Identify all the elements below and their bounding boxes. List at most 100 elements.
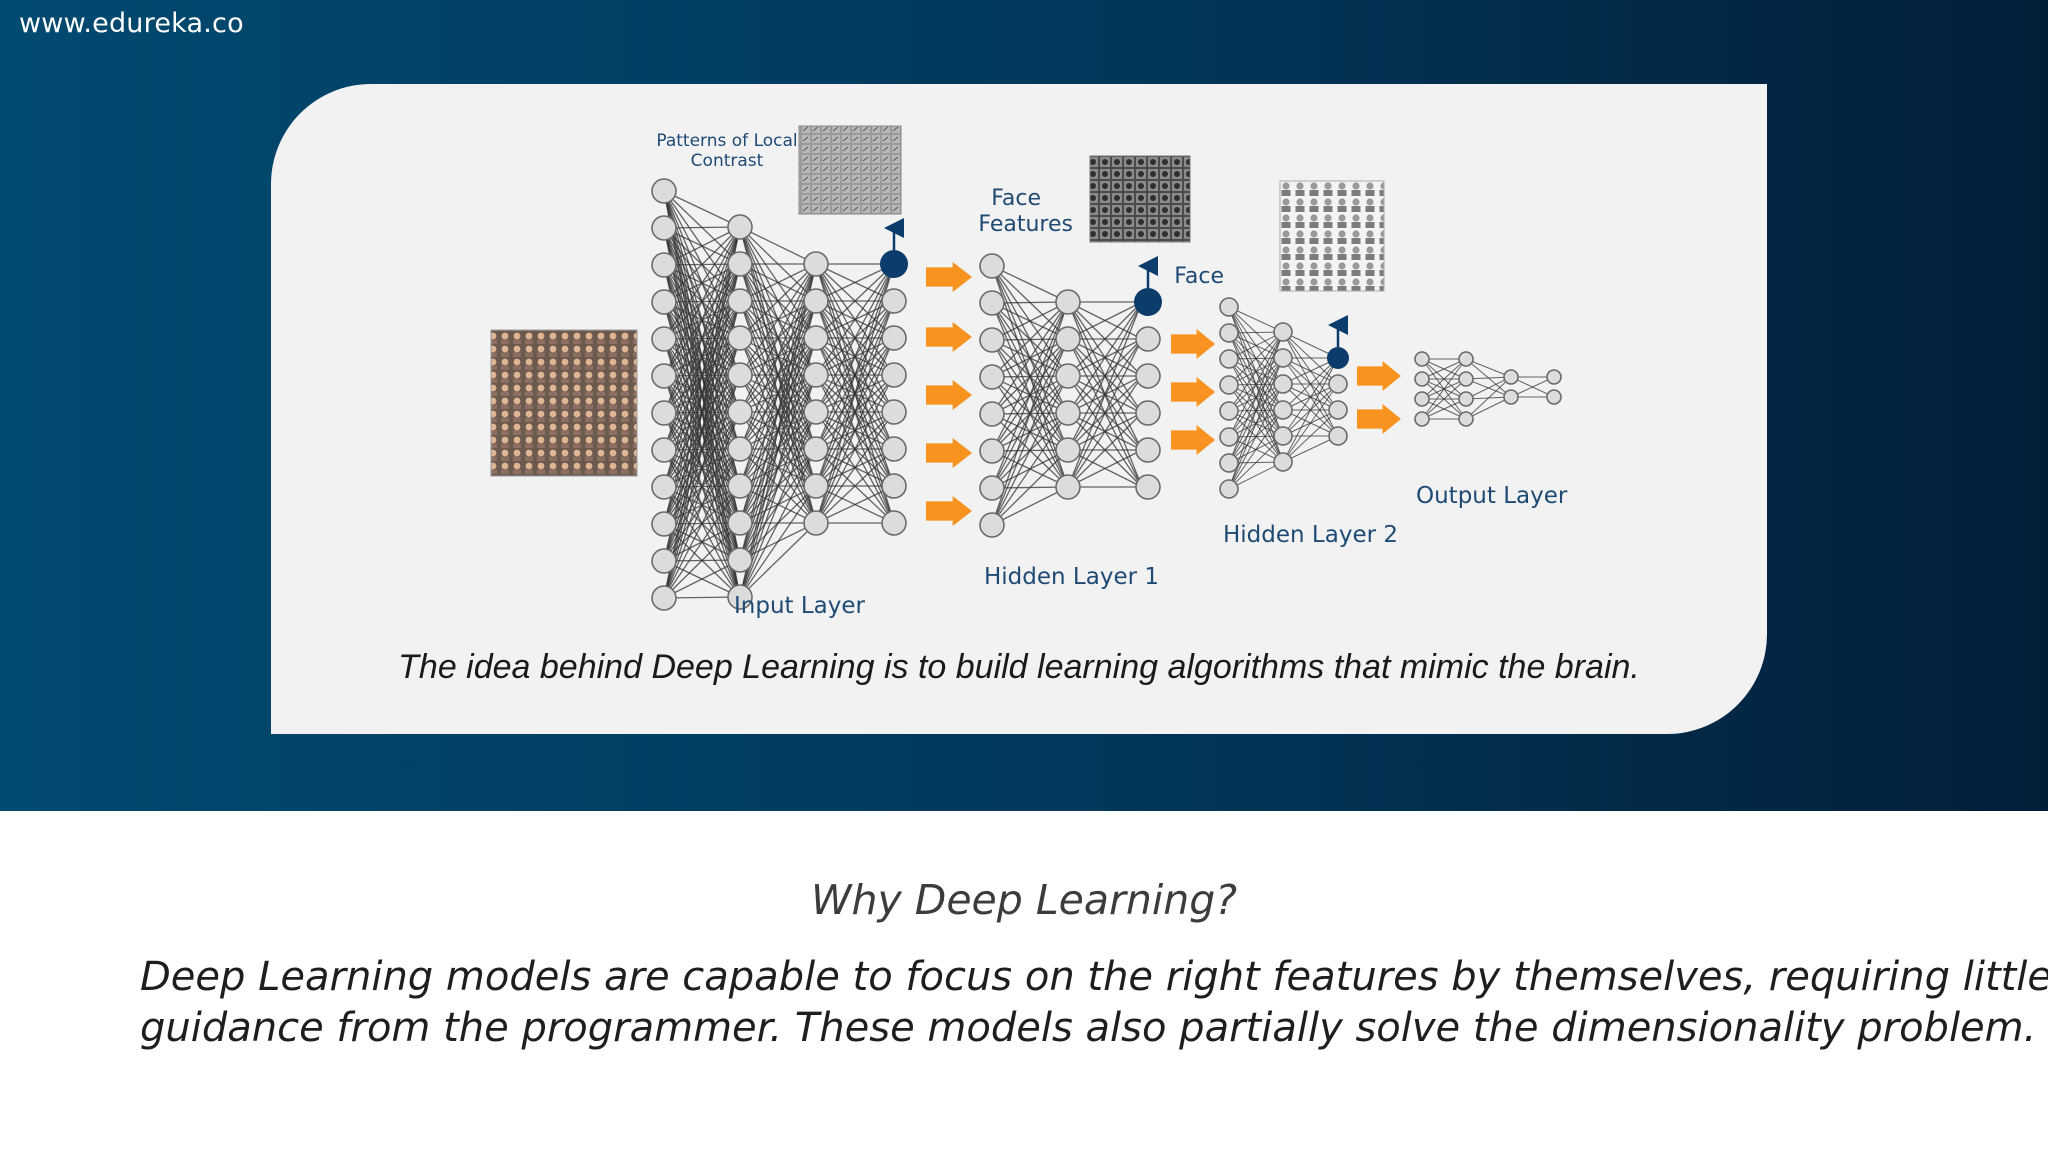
network-edge xyxy=(991,301,1069,452)
network-edge xyxy=(815,337,895,524)
network-edge xyxy=(991,301,1069,378)
faces-input-image xyxy=(490,329,638,477)
network-edge xyxy=(1465,376,1512,420)
network-edge xyxy=(815,411,895,524)
flow-arrow-icon xyxy=(1171,329,1215,359)
hidden1-node xyxy=(979,512,1005,538)
network-edge xyxy=(1228,331,1284,464)
input-node xyxy=(881,473,907,499)
output-node xyxy=(1546,389,1562,405)
network-edge xyxy=(663,226,741,525)
input-node xyxy=(651,437,677,463)
hidden2-node xyxy=(1328,374,1348,394)
hidden1-node xyxy=(1055,289,1081,315)
hidden2-node xyxy=(1328,426,1348,446)
network-edge xyxy=(1282,357,1339,463)
flow-arrow-icon xyxy=(926,380,972,410)
network-edge xyxy=(739,300,817,598)
output-node xyxy=(1414,351,1430,367)
hidden1-node xyxy=(1055,437,1081,463)
network-edge xyxy=(1465,376,1512,400)
input-node xyxy=(727,214,753,240)
input-node xyxy=(803,436,829,462)
network-edge xyxy=(991,338,1069,526)
input-node xyxy=(727,399,753,425)
input-node xyxy=(727,510,753,536)
network-edge xyxy=(663,226,741,266)
network-edge xyxy=(1067,301,1143,488)
network-edge xyxy=(1067,412,1143,488)
network-edge xyxy=(663,485,741,599)
network-edge xyxy=(739,263,817,302)
hidden2-node xyxy=(1219,297,1239,317)
network-edge xyxy=(739,263,817,450)
network-edge xyxy=(663,190,741,228)
hidden1-highlight-node xyxy=(1134,288,1162,316)
network-edge xyxy=(663,300,741,599)
output-node xyxy=(1546,369,1562,385)
output-node xyxy=(1414,391,1430,407)
input-node xyxy=(727,362,753,388)
input-node xyxy=(803,399,829,425)
input-node xyxy=(727,288,753,314)
site-url: www.edureka.co xyxy=(19,8,244,39)
hidden1-node xyxy=(979,290,1005,316)
hidden1-node xyxy=(1135,400,1161,426)
output-node xyxy=(1458,391,1474,407)
network-edge xyxy=(739,226,817,265)
network-edge xyxy=(739,485,817,598)
network-edge xyxy=(663,226,741,488)
network-edge xyxy=(739,263,817,413)
network-edge xyxy=(663,226,741,340)
input-node xyxy=(651,289,677,315)
section-text-line1: Deep Learning models are capable to focu… xyxy=(140,954,2048,1000)
network-edge xyxy=(1228,331,1284,438)
flow-arrow-icon xyxy=(926,438,972,468)
face-features-label-line2: Features xyxy=(978,212,1073,237)
network-edge xyxy=(815,263,895,450)
input-node xyxy=(881,399,907,425)
network-edge xyxy=(663,522,741,599)
hidden1-node xyxy=(1135,326,1161,352)
network-edge xyxy=(815,263,895,376)
hidden2-highlight-node xyxy=(1327,347,1349,369)
input-layer-label: Input Layer xyxy=(734,593,866,619)
flow-arrow-icon xyxy=(926,496,972,526)
input-node xyxy=(803,251,829,277)
network-edge xyxy=(1421,358,1467,380)
network-edge xyxy=(1228,357,1284,490)
network-edge xyxy=(991,375,1069,526)
hidden2-node xyxy=(1219,479,1239,499)
hidden1-node xyxy=(979,253,1005,279)
input-node xyxy=(881,362,907,388)
hidden1-node xyxy=(979,327,1005,353)
network-edge xyxy=(739,522,817,598)
network-edge xyxy=(739,263,817,339)
input-node xyxy=(727,473,753,499)
input-node xyxy=(881,288,907,314)
network-edge xyxy=(815,263,895,487)
flow-arrow-icon xyxy=(1171,425,1215,455)
network-edge xyxy=(739,448,817,598)
flow-arrow-icon xyxy=(1171,377,1215,407)
network-edge xyxy=(663,263,741,599)
network-edge xyxy=(663,226,741,562)
network-edge xyxy=(739,411,817,598)
network-edge xyxy=(1510,376,1555,398)
network-edge xyxy=(663,411,741,599)
face-label: Face xyxy=(1174,264,1224,289)
hidden2-node xyxy=(1219,323,1239,343)
network-edge xyxy=(1421,358,1467,400)
section-text-line2: guidance from the programmer. These mode… xyxy=(140,1005,2037,1051)
hidden2-node xyxy=(1219,375,1239,395)
network-edge xyxy=(1282,435,1339,463)
input-node xyxy=(651,326,677,352)
network-edge xyxy=(663,226,741,599)
flow-arrow-icon xyxy=(926,262,972,292)
hidden2-node xyxy=(1273,426,1293,446)
network-edge xyxy=(991,301,1069,415)
input-node xyxy=(651,215,677,241)
input-node xyxy=(651,252,677,278)
flow-arrow-icon xyxy=(926,322,972,352)
input-node xyxy=(727,251,753,277)
